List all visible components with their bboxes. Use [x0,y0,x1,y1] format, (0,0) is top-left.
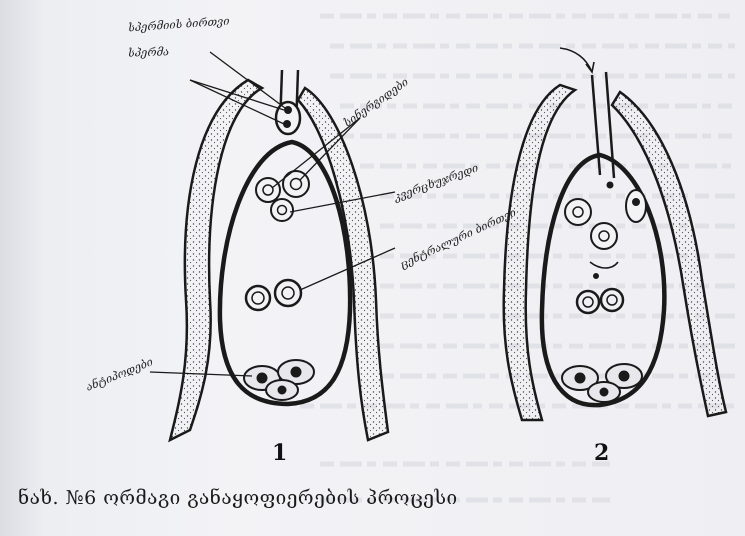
panel-2-polar-nuclei [577,274,623,314]
panel-2-embryo-sac [542,155,665,405]
panel-2-pollen-tube [592,72,614,178]
panel-2-egg-apparatus [565,182,646,249]
figure-caption: ნახ. №6 ორმაგი განაყოფიერების პროცესი [18,487,458,509]
panel-1-polar-nuclei [246,280,301,310]
label-sperm: სპერმა [128,45,170,59]
panel-1-antipodals [244,360,314,400]
panel-label-2: 2 [594,440,609,466]
panel-2-integument-left [504,85,575,420]
panel-2-ovule [504,48,726,420]
panel-label-1: 1 [272,440,287,466]
panel-1-integument-right [298,88,388,440]
